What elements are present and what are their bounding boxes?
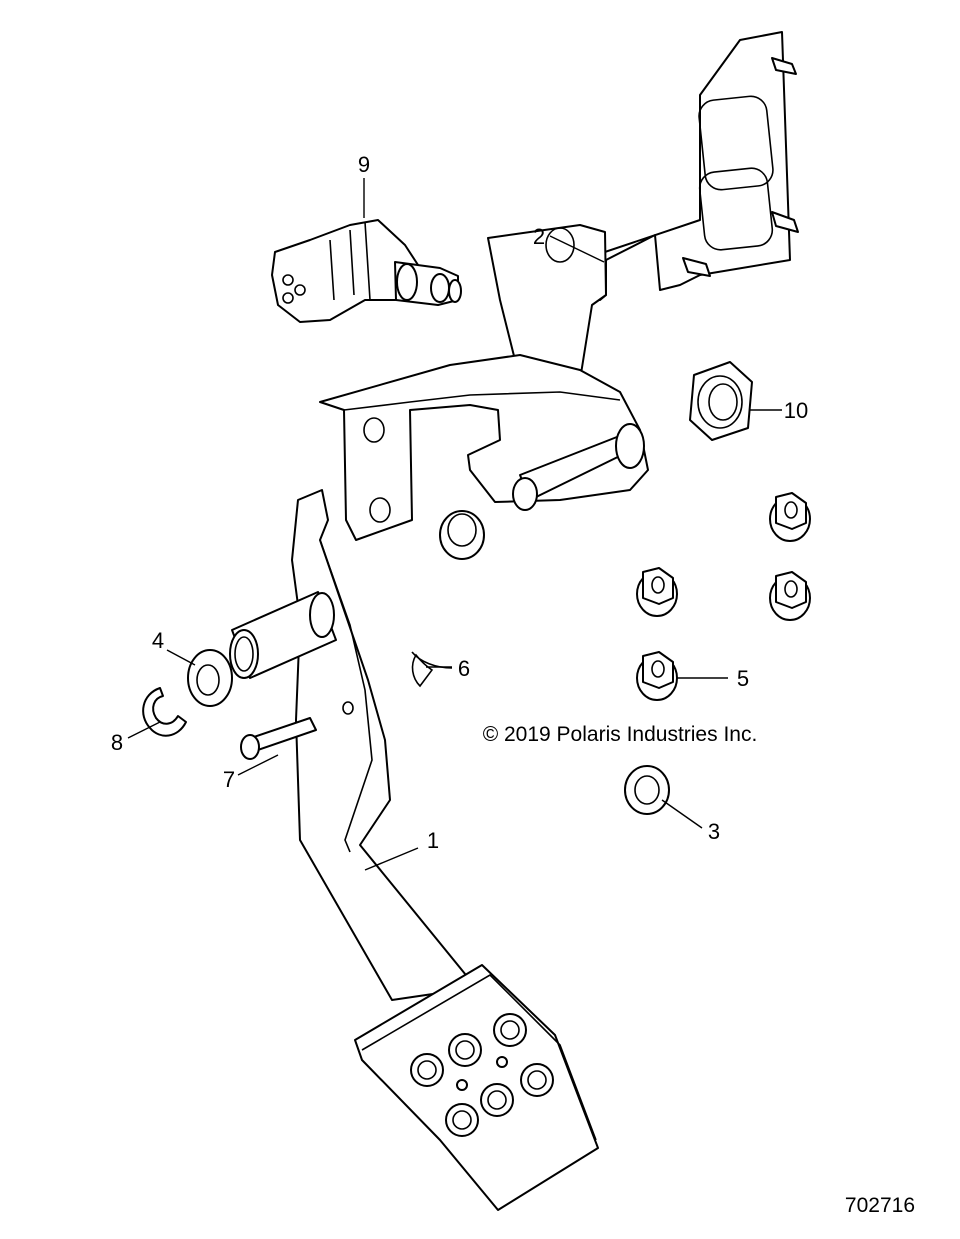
callouts: 1 2 3 4 5 6 7 8 9 10 <box>111 152 808 853</box>
e-clip-part <box>142 687 187 737</box>
callout-5: 5 <box>737 666 749 691</box>
leader-1 <box>364 847 419 871</box>
leader-8 <box>127 721 161 739</box>
hair-pin-part <box>411 651 453 688</box>
callout-9: 9 <box>358 152 370 177</box>
sensor-part <box>271 219 462 323</box>
bushing-part <box>187 649 233 707</box>
callout-4: 4 <box>152 628 164 653</box>
callout-2: 2 <box>533 224 545 249</box>
callout-8: 8 <box>111 730 123 755</box>
pedal-part <box>229 489 599 1211</box>
callout-3: 3 <box>708 819 720 844</box>
clevis-pin-part <box>240 717 317 760</box>
callout-1: 1 <box>427 828 439 853</box>
leader-lines <box>127 178 782 871</box>
leader-2 <box>549 235 605 263</box>
hex-nut-part <box>689 361 753 441</box>
callout-10: 10 <box>784 398 808 423</box>
leader-4 <box>166 649 196 666</box>
bracket-part <box>319 31 799 541</box>
callout-7: 7 <box>223 767 235 792</box>
flange-nuts-part <box>636 492 811 701</box>
upper-bushing-part <box>439 510 485 560</box>
leader-7 <box>237 754 279 776</box>
leader-3 <box>661 799 703 829</box>
figure-id: 702716 <box>845 1194 915 1217</box>
callout-6: 6 <box>458 656 470 681</box>
copyright-text: © 2019 Polaris Industries Inc. <box>483 723 758 746</box>
washer-part <box>624 765 670 815</box>
